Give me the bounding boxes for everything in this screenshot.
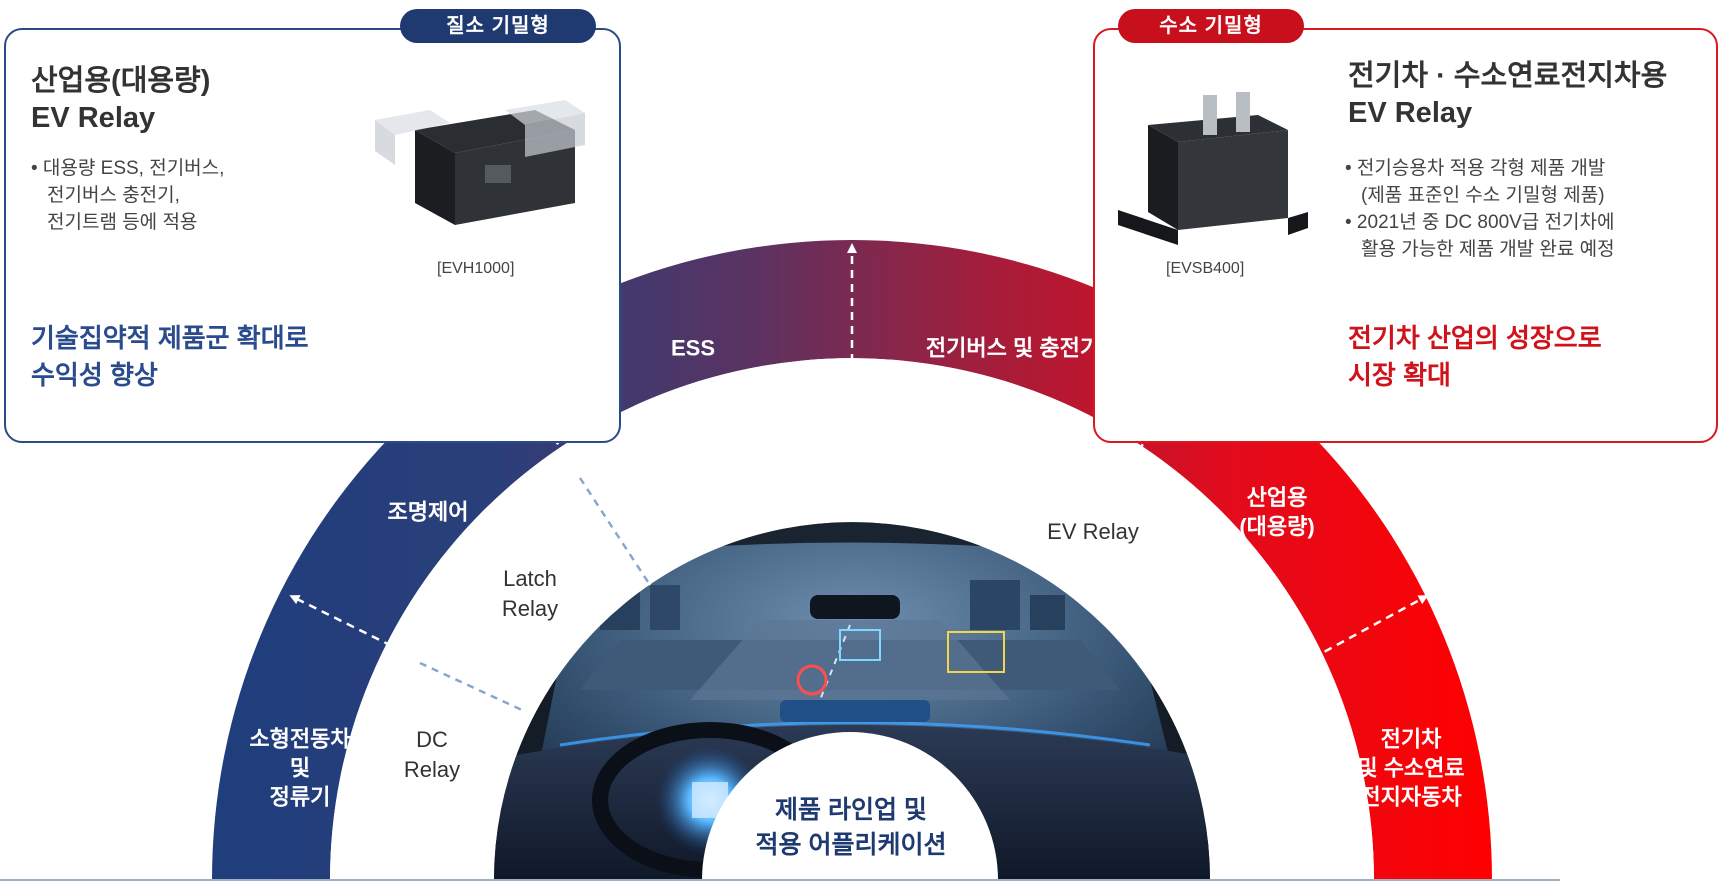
evh1000-caption: [EVH1000] [437,260,515,277]
label-lighting-control: 조명제어 [387,499,469,525]
label-ev-relay: EV Relay [1047,519,1139,544]
evsb400-caption: [EVSB400] [1166,260,1245,277]
relay-evh1000-icon [375,100,585,225]
label-small-ev: 소형전동차 및 정류기 [249,726,351,810]
nitrogen-sealed-tag: 질소 기밀형 [400,9,596,43]
car-cockpit-image [494,522,1210,880]
product-lineup-ring [330,358,1374,880]
connector-dc-relay [419,661,523,712]
right-panel-highlight: 전기차 산업의 성장으로 시장 확대 [1348,323,1602,390]
right-panel-title: 전기차 · 수소연료전지차용 EV Relay [1348,60,1668,129]
center-title: 제품 라인업 및 적용 어플리케이션 [755,796,947,859]
left-panel-highlight: 기술집약적 제품군 확대로 수익성 향상 [31,323,309,390]
relay-evsb400-icon [1118,92,1308,245]
left-panel-bullets: • 대용량 ESS, 전기버스, 전기버스 충전기, 전기트램 등에 적용 [31,158,225,233]
label-dc-relay: DC Relay [403,727,461,782]
hydrogen-sealed-tag: 수소 기밀형 [1118,9,1304,43]
label-industrial: 산업용 (대용량) [1239,485,1315,539]
hydrogen-sealed-panel [1093,28,1718,443]
right-panel-bullets: • 전기승용차 적용 각형 제품 개발 (제품 표준인 수소 기밀형 제품) •… [1345,158,1615,260]
arrow-ev-to-vehicle [1299,595,1429,667]
label-ebus-charger: 전기버스 및 충전기 [925,335,1101,361]
label-latch-relay: Latch Relay [501,566,559,621]
nitrogen-sealed-panel [4,28,621,443]
label-ess: ESS [670,335,716,361]
connector-latch-relay [578,477,652,586]
label-ev-fcev: 전기차 및 수소연료 전지자동차 [1357,726,1465,810]
left-panel-title: 산업용(대용량) EV Relay [31,65,211,134]
